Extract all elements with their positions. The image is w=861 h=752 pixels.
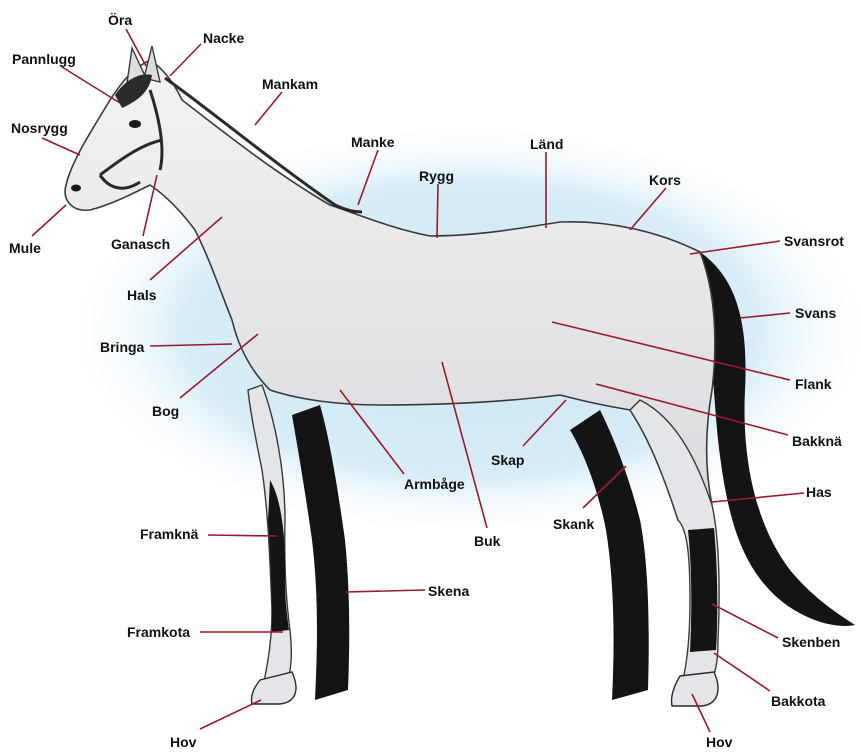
label-mankam: Mankam <box>262 76 318 92</box>
label-flank: Flank <box>795 376 832 392</box>
label-bringa: Bringa <box>100 339 144 355</box>
label-nacke: Nacke <box>203 30 244 46</box>
label-bakkota: Bakkota <box>771 693 825 709</box>
label-skenben: Skenben <box>782 634 840 650</box>
label-svans: Svans <box>795 305 836 321</box>
label-framkna: Framknä <box>140 526 198 542</box>
horse-nostril <box>71 185 81 192</box>
horse-eye <box>129 120 141 128</box>
label-armbage: Armbåge <box>404 476 465 492</box>
near-front-hoof <box>251 672 296 704</box>
label-bog: Bog <box>152 403 179 419</box>
label-ora: Öra <box>108 12 132 28</box>
label-framkota: Framkota <box>127 624 190 640</box>
label-land: Länd <box>530 136 563 152</box>
label-ganasch: Ganasch <box>111 236 170 252</box>
label-skank: Skank <box>553 516 594 532</box>
near-hind-stocking <box>688 528 717 652</box>
label-rygg: Rygg <box>419 168 454 184</box>
label-hals: Hals <box>127 287 157 303</box>
label-nosrygg: Nosrygg <box>11 120 68 136</box>
label-hov-hind: Hov <box>706 734 732 750</box>
label-has: Has <box>806 484 832 500</box>
label-buk: Buk <box>474 533 500 549</box>
label-svansrot: Svansrot <box>784 233 844 249</box>
label-bakkna: Bakknä <box>792 433 842 449</box>
label-mule: Mule <box>9 240 41 256</box>
label-kors: Kors <box>649 172 681 188</box>
label-skena: Skena <box>428 583 469 599</box>
label-hov-front: Hov <box>170 734 196 750</box>
label-manke: Manke <box>351 134 395 150</box>
label-skap: Skap <box>491 452 524 468</box>
label-pannlugg: Pannlugg <box>12 51 76 67</box>
